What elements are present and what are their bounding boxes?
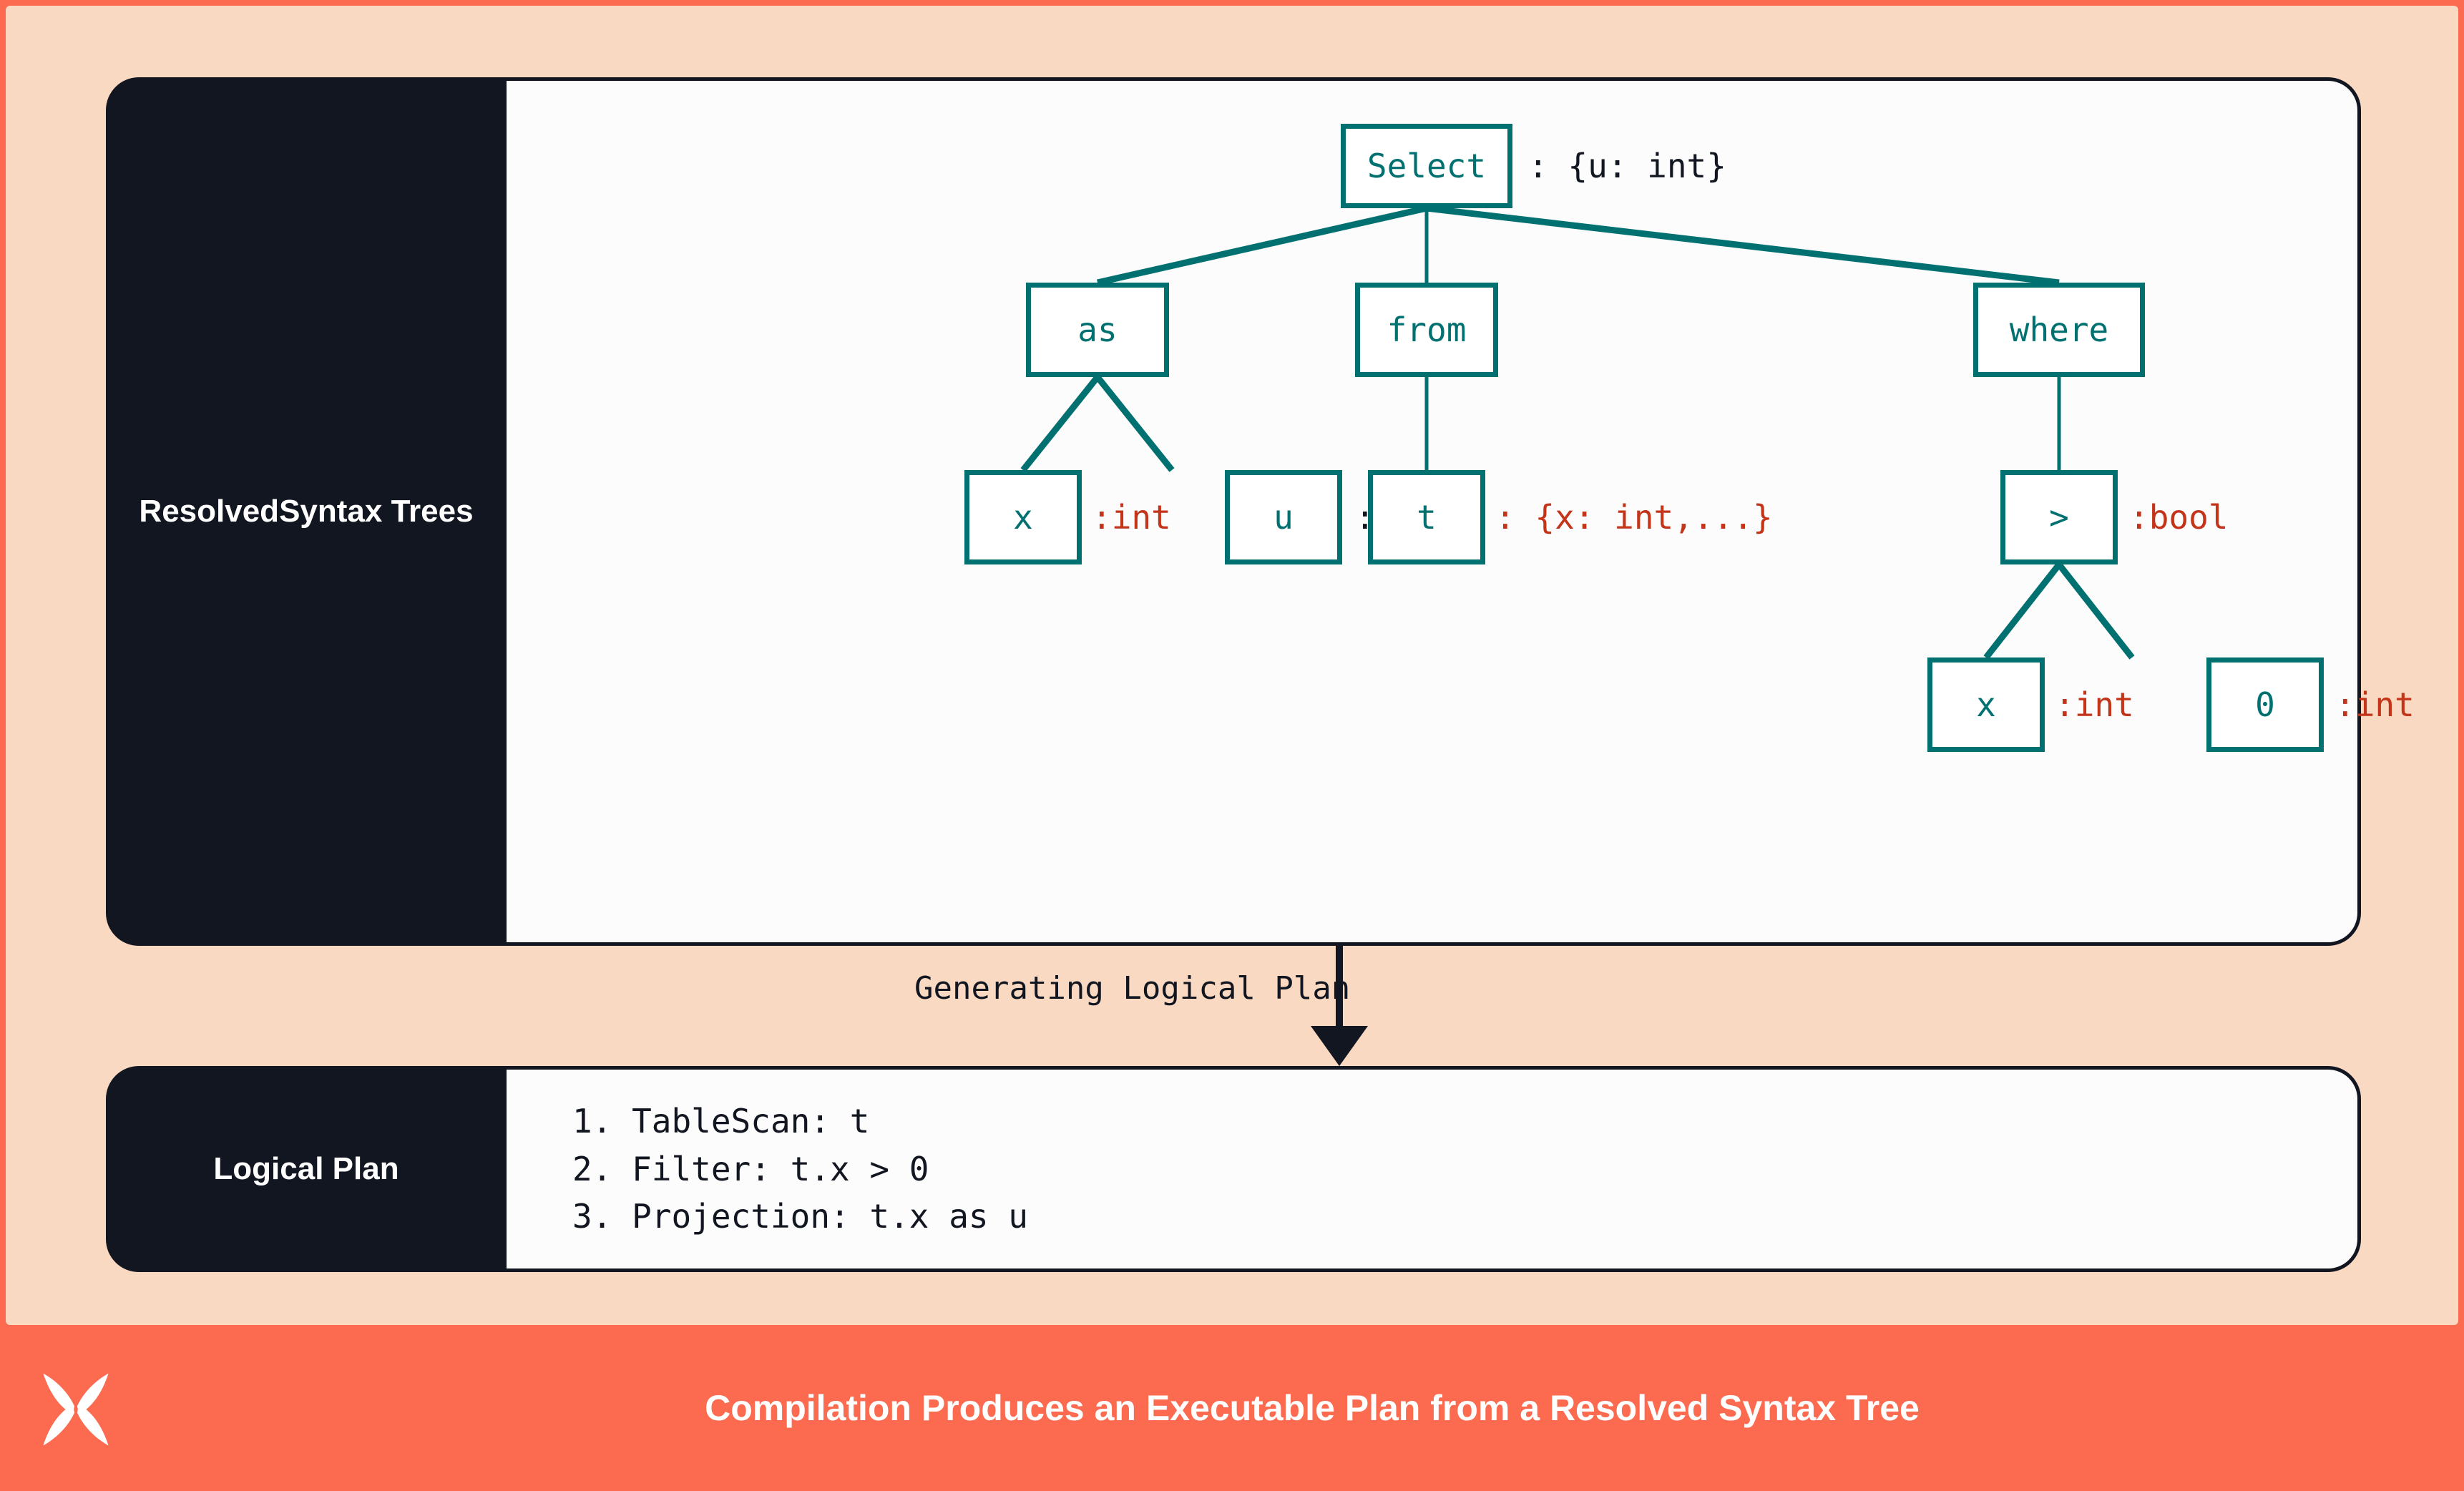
tree-node-select-annotation: : {u: int} (1528, 147, 1726, 185)
tree-edges (1020, 205, 2135, 660)
tree-node-where[interactable]: where (1973, 283, 2145, 377)
logical-plan-step: 2. Filter: t.x > 0 (572, 1149, 929, 1188)
connector-label: Generating Logical Plan (914, 970, 1351, 1007)
connector-generating-logical-plan: Generating Logical Plan (106, 946, 2361, 1066)
panel-body-logical-plan: 1. TableScan: t 2. Filter: t.x > 0 3. Pr… (507, 1066, 2361, 1272)
logical-plan-step: 1. TableScan: t (572, 1101, 870, 1140)
tree-node-as[interactable]: as (1026, 283, 1169, 377)
panel-body-syntax-tree: Select : {u: int} as from where x :int u… (507, 77, 2415, 946)
tree-node-gt-zero-annotation: :int (2335, 685, 2415, 724)
panel-label-line-1: Resolved (139, 494, 280, 529)
panel-label-line-2: Syntax Trees (279, 494, 474, 529)
footer-bar: Compilation Produces an Executable Plan … (0, 1325, 2464, 1491)
panel-label-logical-plan: Logical Plan (106, 1066, 507, 1272)
logical-plan-step: 3. Projection: t.x as u (572, 1197, 1028, 1236)
panel-label-resolved-syntax-trees: Resolved Syntax Trees (106, 77, 507, 946)
tree-node-as-x-annotation: :int (1092, 498, 1171, 537)
tree-node-gt-zero[interactable]: 0 (2206, 657, 2324, 752)
tree-node-from[interactable]: from (1355, 283, 1498, 377)
tree-node-gt-x-annotation: :int (2055, 685, 2134, 724)
tree-node-greater-than[interactable]: > (2000, 470, 2118, 564)
panel-resolved-syntax-trees: Resolved Syntax Trees (106, 77, 2415, 946)
down-arrow-icon (1311, 946, 1368, 1066)
tree-node-from-t[interactable]: t (1368, 470, 1485, 564)
butterfly-logo-icon (43, 1373, 109, 1446)
panel-logical-plan: Logical Plan 1. TableScan: t 2. Filter: … (106, 1066, 2361, 1272)
tree-node-as-x[interactable]: x (964, 470, 1082, 564)
tree-node-greater-than-annotation: :bool (2129, 498, 2229, 537)
tree-node-from-t-annotation: : {x: int,...} (1495, 498, 1773, 537)
tree-node-gt-x[interactable]: x (1927, 657, 2045, 752)
tree-node-select[interactable]: Select (1341, 124, 1512, 208)
tree-node-as-u[interactable]: u (1225, 470, 1342, 564)
logical-plan-step-list: 1. TableScan: t 2. Filter: t.x > 0 3. Pr… (507, 1098, 1028, 1241)
footer-caption: Compilation Produces an Executable Plan … (705, 1388, 1920, 1428)
